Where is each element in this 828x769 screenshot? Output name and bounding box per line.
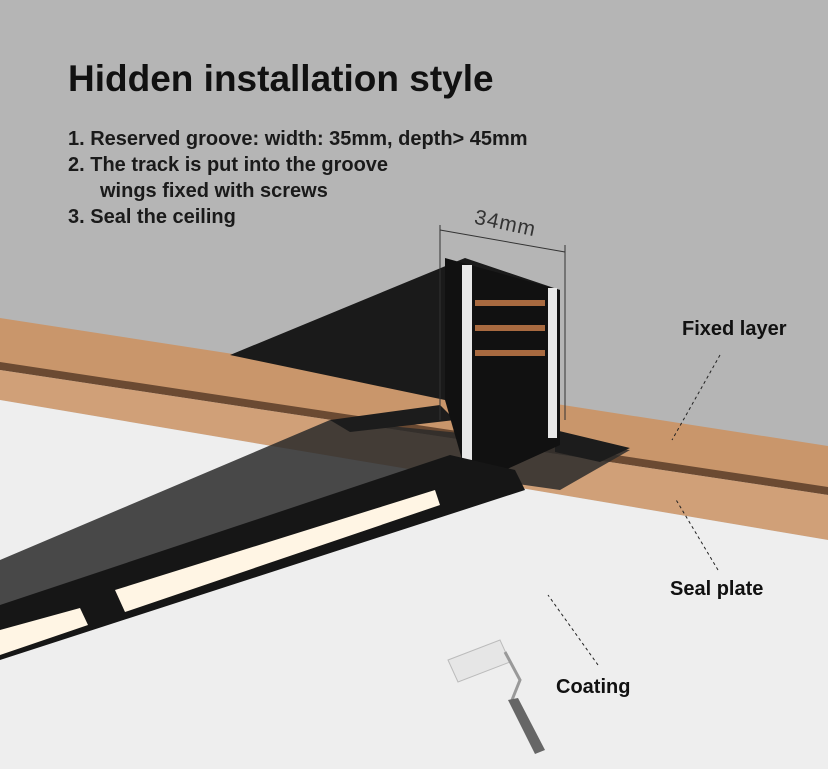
left-wing bbox=[330, 405, 455, 432]
right-wing bbox=[555, 430, 630, 462]
aluminium-profile-right bbox=[548, 288, 557, 438]
track-profile bbox=[445, 258, 560, 470]
coating-pointer bbox=[547, 594, 599, 666]
fixed-layer-pointer bbox=[671, 354, 721, 441]
dimension-line bbox=[439, 229, 566, 253]
fixed-layer-label: Fixed layer bbox=[682, 318, 787, 340]
page-title: Hidden installation style bbox=[68, 58, 494, 99]
seal-plate-label: Seal plate bbox=[670, 578, 764, 600]
step-3: 3. Seal the ceiling bbox=[68, 206, 236, 228]
copper-strip bbox=[475, 325, 545, 331]
step-2-continued: wings fixed with screws bbox=[100, 180, 328, 202]
coating-label: Coating bbox=[556, 676, 631, 698]
paint-roller-icon bbox=[447, 639, 545, 754]
seal-plate-pointer bbox=[674, 497, 719, 571]
copper-strip bbox=[475, 300, 545, 306]
light-strip bbox=[0, 608, 88, 655]
copper-strip bbox=[475, 350, 545, 356]
light-strip bbox=[115, 490, 440, 612]
step-2: 2. The track is put into the groove bbox=[68, 154, 389, 176]
installation-steps: 1. Reserved groove: width: 35mm, depth> … bbox=[68, 126, 528, 230]
step-1: 1. Reserved groove: width: 35mm, depth> … bbox=[68, 128, 528, 150]
aluminium-profile-left bbox=[462, 265, 472, 470]
